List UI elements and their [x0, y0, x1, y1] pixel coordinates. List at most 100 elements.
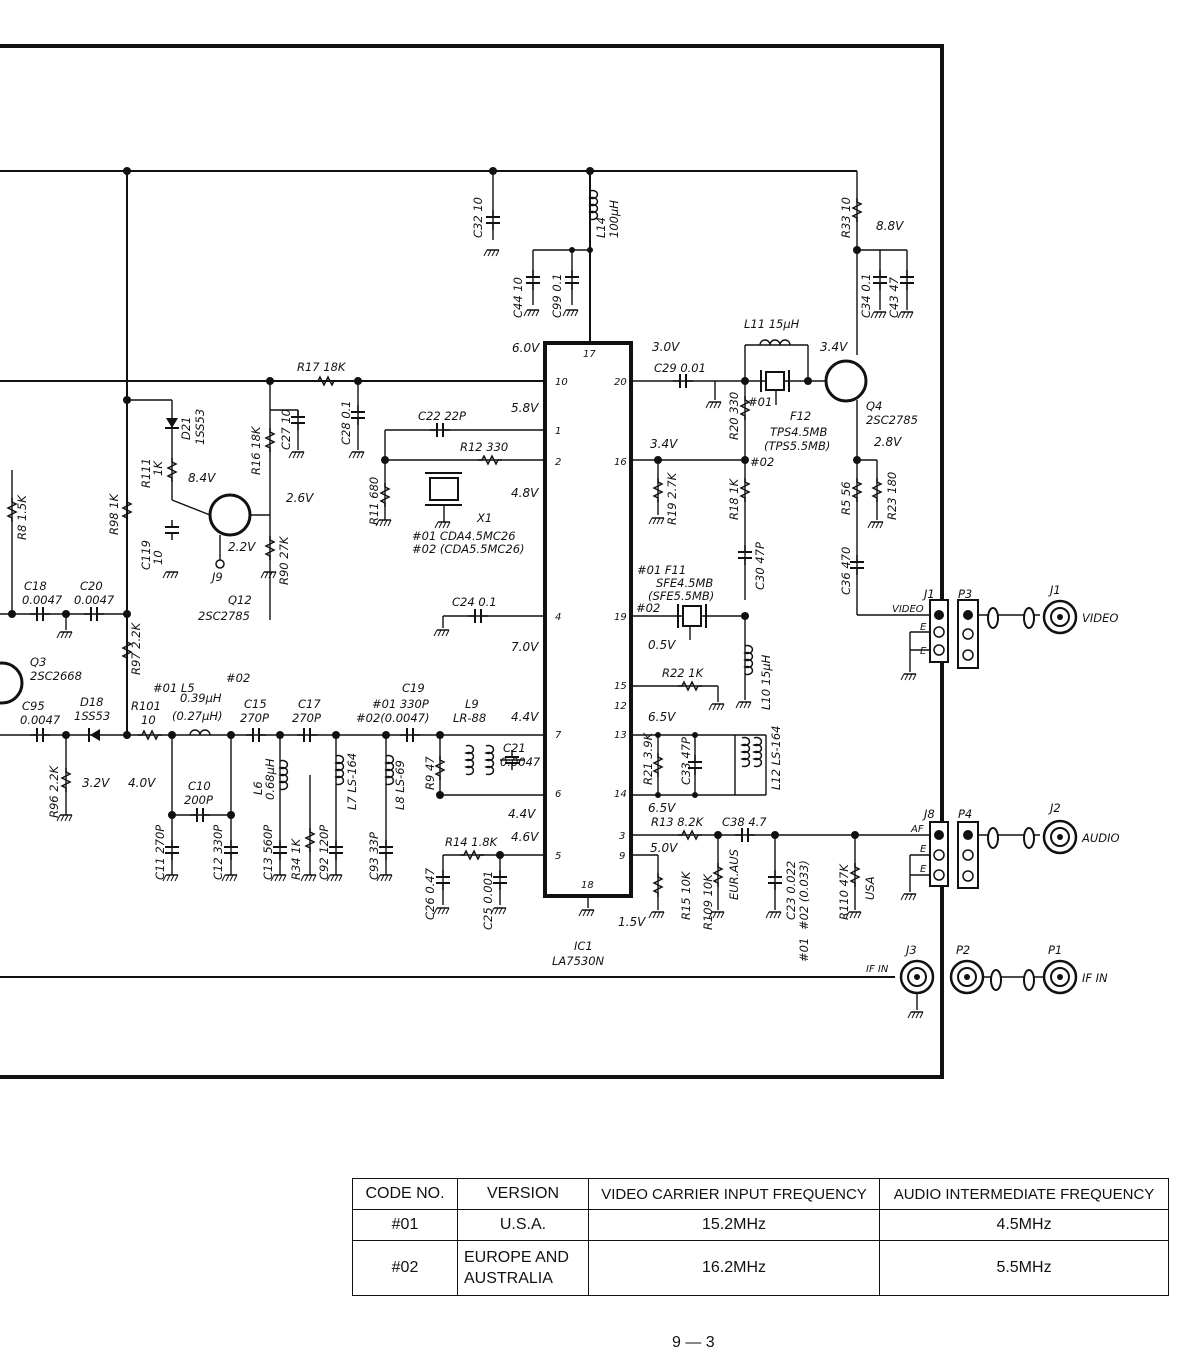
j1-video-jack[interactable]: [1042, 599, 1078, 635]
j1-e-pin-1: E: [920, 622, 927, 633]
c93-label: C93 33P: [367, 832, 381, 880]
c43-label: C43 47: [887, 276, 901, 318]
j8-label: J8: [922, 807, 935, 821]
r8-label: R8 1.5K: [15, 494, 29, 540]
c26-label: C26 0.47: [423, 867, 437, 920]
r17-label: R17 18K: [297, 360, 347, 374]
q12-transistor: [208, 493, 252, 537]
volt-q4-base: 3.4V: [820, 340, 848, 354]
usa-label: USA: [863, 876, 877, 900]
c19-value: #01 330P: [372, 697, 429, 711]
volt-pin7: 4.4V: [511, 710, 539, 724]
r15-label: R15 10K: [679, 870, 693, 920]
j1-label: J1: [922, 587, 935, 601]
x1-code1: #01 CDA4.5MC26: [412, 529, 516, 543]
d21-value: 1SS53: [193, 409, 207, 445]
cell-video-freq: 15.2MHz: [588, 1209, 880, 1241]
ic1-ref: IC1: [574, 939, 593, 953]
q4-part: 2SC2785: [866, 413, 918, 427]
c21-label: C21: [503, 741, 526, 755]
c15-label: C15: [244, 697, 267, 711]
q3-transistor: [0, 661, 24, 705]
header-audio-if: AUDIO INTERMEDIATE FREQUENCY: [879, 1178, 1169, 1210]
l9-value: LR-88: [453, 711, 486, 725]
r22-label: R22 1K: [662, 666, 705, 680]
c12-label: C12 330P: [211, 825, 225, 880]
r111-value: 1K: [151, 460, 165, 476]
if-in-label: IF IN: [1082, 971, 1108, 985]
ic-pin-5: 5: [555, 851, 561, 862]
c38-label: C38 4.7: [722, 815, 767, 829]
volt-pin19: 0.5V: [648, 638, 676, 652]
x1-code2: #02 (CDA5.5MC26): [412, 542, 525, 556]
l9-label: L9: [465, 697, 479, 711]
ic-pin-17: 17: [583, 349, 596, 360]
l5-inductor: [189, 729, 211, 736]
header-code-no: CODE NO.: [352, 1178, 458, 1210]
c23-label: C23 0.022: [784, 861, 798, 920]
volt-pin1: 5.8V: [511, 401, 539, 415]
r18-label: R18 1K: [727, 477, 741, 520]
volt-pin13: 6.5V: [648, 710, 676, 724]
c17-value: 270P: [292, 711, 321, 725]
c24-label: C24 0.1: [452, 595, 497, 609]
j1-video-pin: VIDEO: [892, 604, 924, 615]
j8-e-pin-1: E: [920, 844, 927, 855]
r14-label: R14 1.8K: [445, 835, 499, 849]
cell-version: EUROPE AND AUSTRALIA: [457, 1240, 589, 1296]
c20-label: C20: [80, 579, 103, 593]
volt-pin9-out: 1.5V: [618, 915, 646, 929]
ic-pin-19: 19: [614, 612, 627, 623]
l14-value: 100µH: [607, 200, 621, 238]
f12-filter: [765, 371, 785, 391]
l5-code: #02: [226, 671, 250, 685]
f11-value: SFE4.5MB: [656, 576, 713, 590]
volt-r101: 4.0V: [128, 776, 156, 790]
l11-label: L11 15µH: [744, 317, 800, 331]
c23-code1: #01: [797, 938, 811, 962]
f11-filter: [682, 605, 702, 627]
q3-label: Q3: [30, 655, 46, 669]
r111-label: R111: [139, 458, 153, 488]
ic-pin-9: 9: [619, 851, 625, 862]
r33-label: R33 10: [839, 197, 853, 238]
l5-alt: (0.27µH): [172, 709, 223, 723]
q4-transistor: [824, 359, 868, 403]
table-row: #02 EUROPE AND AUSTRALIA 16.2MHz 5.5MHz: [352, 1240, 1169, 1296]
f11-alt: (SFE5.5MB): [648, 589, 714, 603]
p2-plug-jack[interactable]: [949, 959, 985, 995]
cell-version: U.S.A.: [457, 1209, 589, 1241]
p1-plug-jack[interactable]: [1042, 959, 1078, 995]
f12-value: TPS4.5MB: [770, 425, 827, 439]
l6-label: L6: [251, 781, 265, 795]
q12-label: Q12: [228, 593, 252, 607]
volt-pin16: 3.4V: [650, 437, 678, 451]
j1-jack-label: J1: [1048, 583, 1061, 597]
j3-if-in-jack[interactable]: [899, 959, 935, 995]
x1-ceramic-resonator: [429, 477, 459, 501]
j3-label: J3: [904, 943, 917, 957]
d21-label: D21: [179, 417, 193, 441]
c29-label: C29 0.01: [654, 361, 706, 375]
j2-audio-jack[interactable]: [1042, 819, 1078, 855]
f12-label: F12: [790, 409, 811, 423]
volt-pin20: 3.0V: [652, 340, 680, 354]
volt-q12-emitter: 2.2V: [228, 540, 256, 554]
q12-part: 2SC2785: [198, 609, 250, 623]
cell-code: #01: [352, 1209, 458, 1241]
ic-pin-4: 4: [555, 612, 561, 623]
volt-pin2: 4.8V: [511, 486, 539, 500]
audio-output-label: AUDIO: [1081, 831, 1120, 845]
l12-label: L12 LS-164: [769, 725, 783, 790]
r90-label: R90 27K: [277, 535, 291, 585]
r101-value: 10: [141, 713, 156, 727]
c22-label: C22 22P: [418, 409, 466, 423]
c28-label: C28 0.1: [339, 400, 353, 445]
c10-value: 200P: [184, 793, 213, 807]
f12-code1: #01: [748, 395, 772, 409]
c18-value: 0.0047: [22, 593, 63, 607]
d18-label: D18: [80, 695, 104, 709]
r34-label: R34 1K: [289, 837, 303, 880]
r97-label: R97 2.2K: [129, 621, 143, 675]
schematic-diagram: 10 1 2 4 7 6 5 17 18 20 16 19 15 12 13 1…: [0, 44, 1120, 1079]
